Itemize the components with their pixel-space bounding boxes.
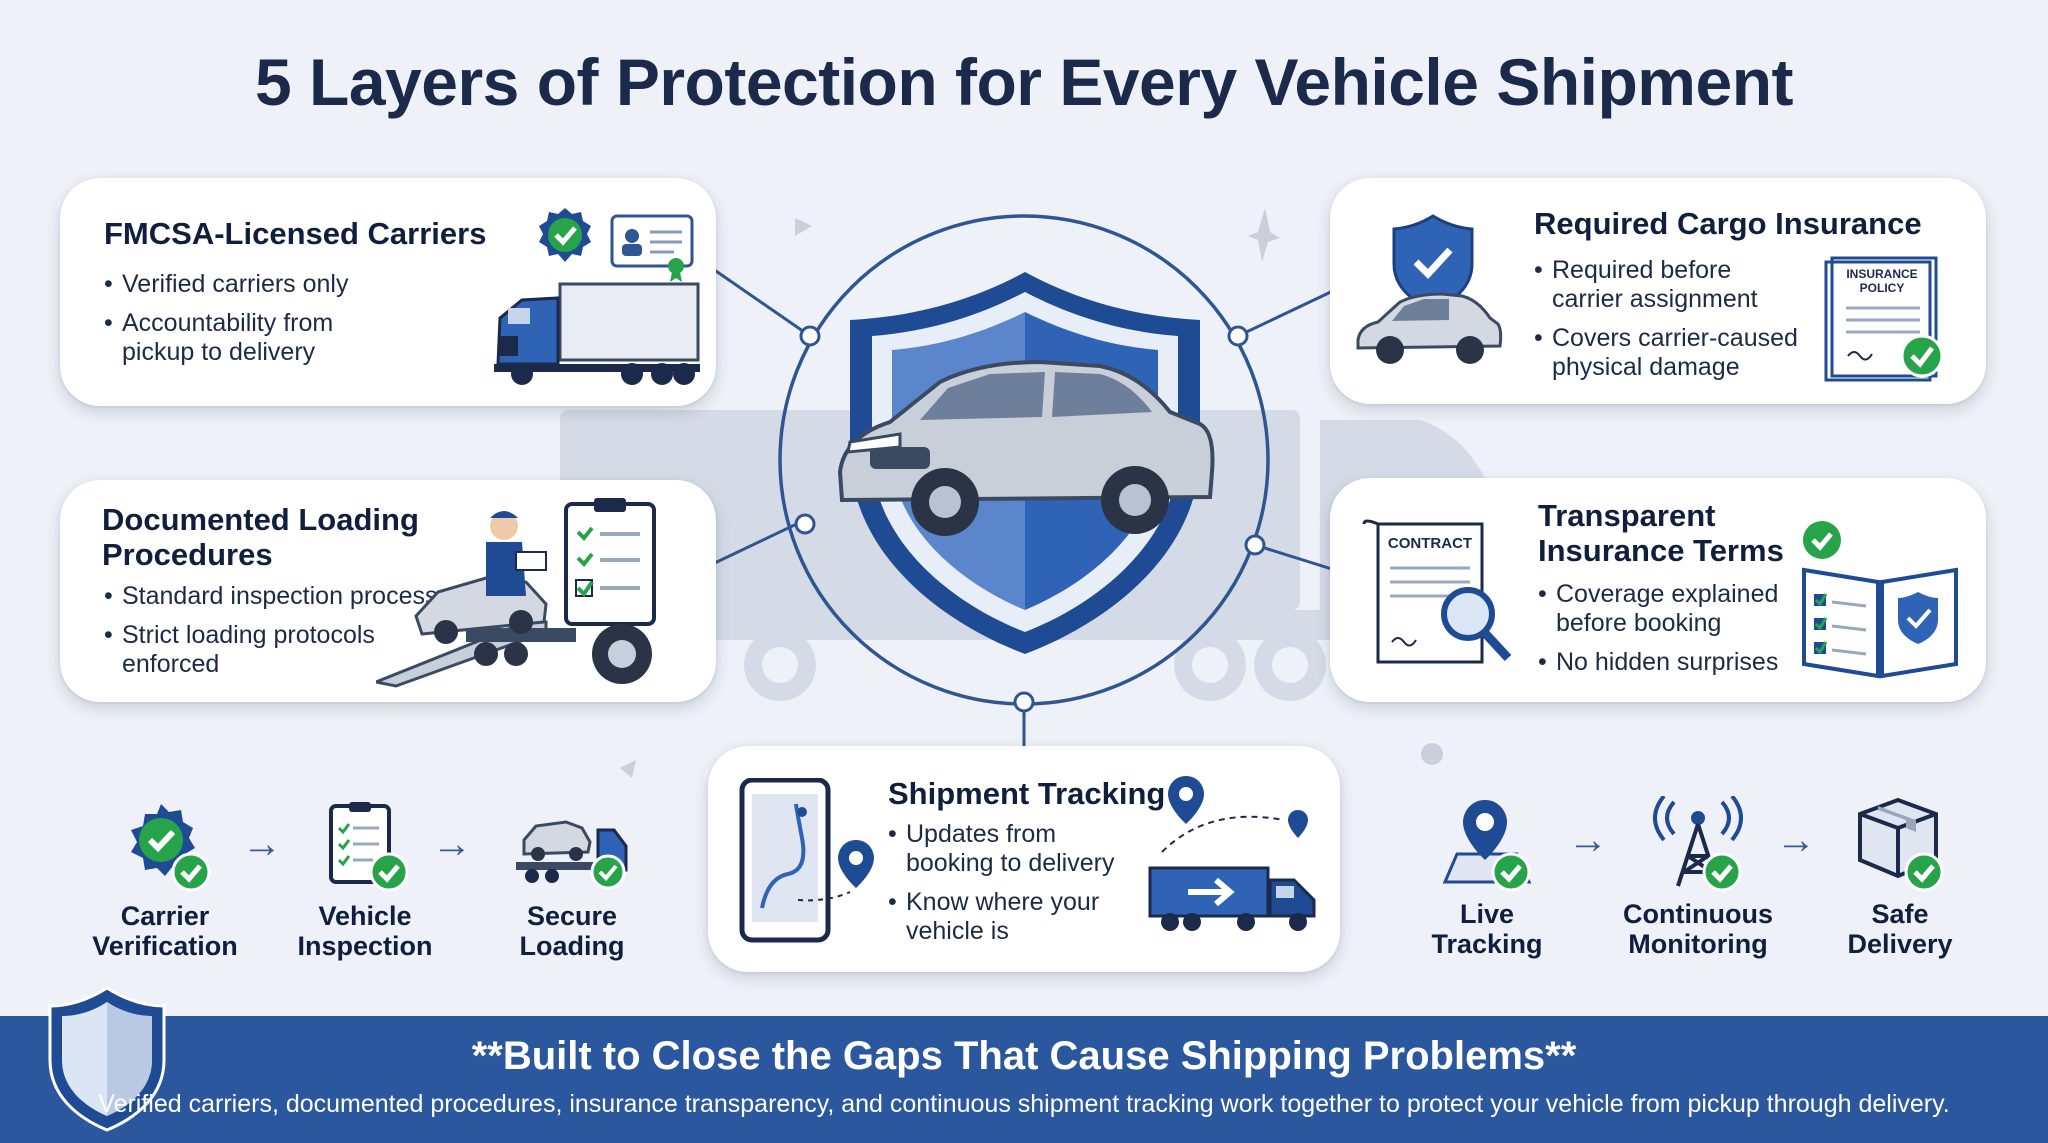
arrow-icon: → xyxy=(1776,818,1816,862)
card-title: Transparent Insurance Terms xyxy=(1538,498,1784,568)
clipboard-icon xyxy=(329,802,409,892)
step-label: Safe Delivery xyxy=(1847,899,1953,959)
bullet-item: No hidden surprises xyxy=(1538,648,1788,677)
verified-badge-icon xyxy=(131,804,211,892)
card-title: Required Cargo Insurance xyxy=(1534,206,1922,241)
contract-text: CONTRACT xyxy=(1388,535,1472,552)
card-title: FMCSA-Licensed Carriers xyxy=(104,216,487,251)
central-shield-car-icon xyxy=(837,272,1215,654)
truck-icon xyxy=(494,282,700,385)
moving-truck-icon xyxy=(1148,776,1316,931)
step-label: Vehicle Inspection xyxy=(297,901,433,961)
bullet-item: Accountability from pickup to delivery xyxy=(104,309,404,367)
card-required-cargo-insurance: Required Cargo Insurance Required before… xyxy=(1330,178,1986,404)
bullet-item: Standard inspection process xyxy=(104,582,444,611)
phone-map-icon xyxy=(739,778,874,943)
bullet-item: Know where your vehicle is xyxy=(888,888,1148,946)
package-icon xyxy=(1858,797,1944,892)
step-label: Live Tracking xyxy=(1431,899,1543,959)
bullet-item: Required before carrier assignment xyxy=(1534,256,1804,314)
bullet-item: Covers carrier-caused physical damage xyxy=(1534,324,1804,382)
step-carrier-verification: Carrier Verification xyxy=(70,800,260,961)
card-bullets: Required before carrier assignment Cover… xyxy=(1534,256,1804,392)
card-bullets: Standard inspection process Strict loadi… xyxy=(104,582,444,689)
connector-lines xyxy=(699,214,1336,747)
step-safe-delivery: Safe Delivery xyxy=(1805,796,1995,959)
license-card-icon xyxy=(610,214,694,282)
step-label: Secure Loading xyxy=(519,901,625,961)
card-title: Shipment Tracking xyxy=(888,776,1166,811)
card-bullets: Verified carriers only Accountability fr… xyxy=(104,270,404,377)
card-bullets: Updates from booking to delivery Know wh… xyxy=(888,820,1148,956)
arrow-icon: → xyxy=(1568,818,1608,862)
worker-loading-car-icon xyxy=(376,498,656,688)
verified-badge-icon xyxy=(539,208,591,262)
bullet-item: Strict loading protocols enforced xyxy=(104,621,444,679)
svg-text:POLICY: POLICY xyxy=(1860,281,1905,295)
step-vehicle-inspection: Vehicle Inspection xyxy=(270,800,460,961)
step-secure-loading: Secure Loading xyxy=(477,800,667,961)
footer-banner xyxy=(0,1016,2048,1143)
check-icon xyxy=(1803,521,1841,559)
map-pin-icon xyxy=(1442,800,1532,892)
card-title: Documented Loading Procedures xyxy=(102,502,419,572)
footer-shield-icon xyxy=(48,986,166,1132)
card-documented-loading-procedures: Documented Loading Procedures Standard i… xyxy=(60,480,716,702)
signal-tower-icon xyxy=(1653,794,1743,892)
card-shipment-tracking: Shipment Tracking Updates from booking t… xyxy=(708,746,1340,972)
step-live-tracking: Live Tracking xyxy=(1392,796,1582,959)
bullet-item: Verified carriers only xyxy=(104,270,404,299)
bullet-item: Coverage explained before booking xyxy=(1538,580,1788,638)
car-carrier-icon xyxy=(516,820,628,890)
car-icon xyxy=(1356,292,1503,364)
connector-nodes xyxy=(794,325,1266,713)
insurance-policy-text: INSURANCE xyxy=(1846,267,1917,281)
footer-headline: **Built to Close the Gaps That Cause Shi… xyxy=(471,1034,1577,1078)
contract-magnifier-icon: CONTRACT xyxy=(1362,519,1512,664)
step-label: Continuous Monitoring xyxy=(1623,899,1773,959)
card-transparent-insurance-terms: Transparent Insurance Terms Coverage exp… xyxy=(1330,478,1986,702)
step-label: Carrier Verification xyxy=(92,901,238,961)
page-title: 5 Layers of Protection for Every Vehicle… xyxy=(254,45,1794,119)
open-book-shield-icon xyxy=(1802,567,1958,679)
card-bullets: Coverage explained before booking No hid… xyxy=(1538,580,1788,687)
bullet-item: Updates from booking to delivery xyxy=(888,820,1148,878)
step-continuous-monitoring: Continuous Monitoring xyxy=(1603,794,1793,959)
arrow-icon: → xyxy=(432,822,472,866)
insurance-policy-icon: INSURANCE POLICY xyxy=(1824,256,1944,382)
footer-subtext: Verified carriers, documented procedures… xyxy=(98,1090,1950,1118)
arrow-icon: → xyxy=(242,822,282,866)
card-fmcsa-licensed-carriers: FMCSA-Licensed Carriers Verified carrier… xyxy=(60,178,716,406)
